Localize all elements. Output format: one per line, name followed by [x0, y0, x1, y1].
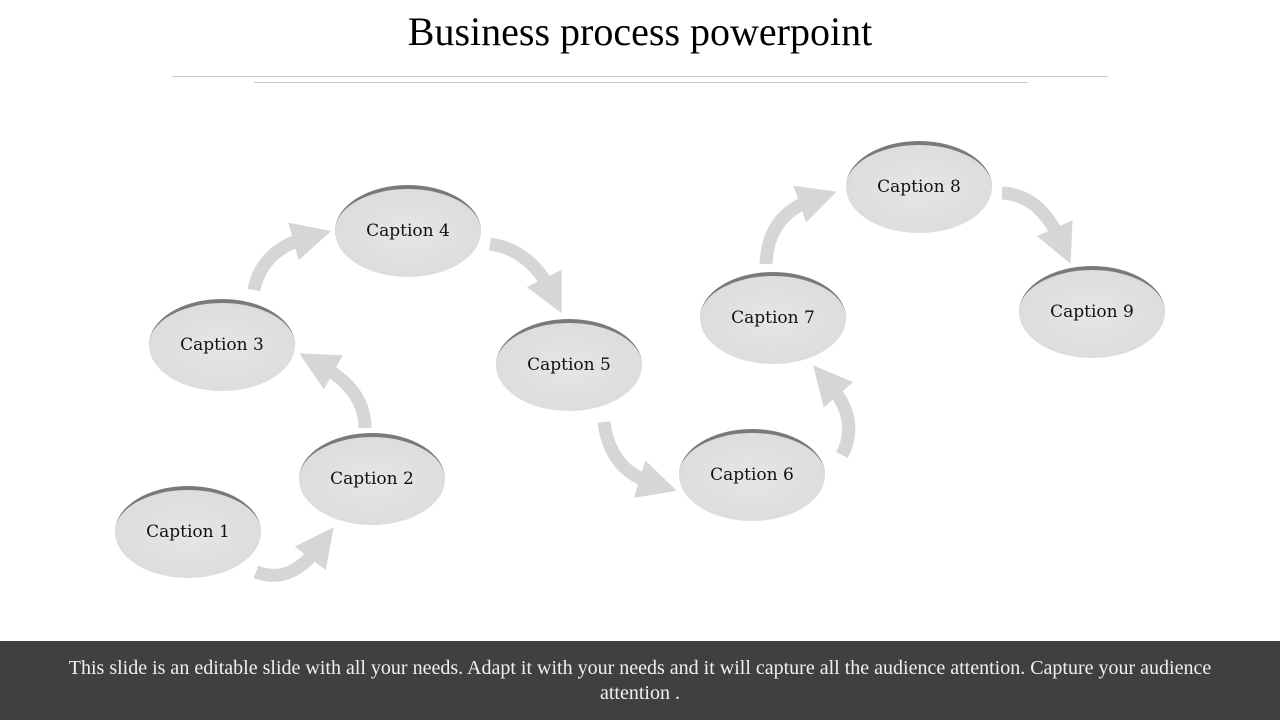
arrow-8-9: [1001, 186, 1073, 264]
step-label: Caption 6: [710, 465, 794, 485]
process-step-6: Caption 6: [679, 429, 825, 521]
step-label: Caption 3: [180, 335, 264, 355]
arrow-6-7: [813, 365, 856, 458]
slide-title: Business process powerpoint: [407, 9, 873, 54]
arrow-2-3: [299, 353, 372, 429]
arrow-3-4: [247, 222, 332, 292]
step-label: Caption 5: [527, 355, 611, 375]
step-label: Caption 1: [146, 522, 230, 542]
process-step-2: Caption 2: [299, 433, 445, 525]
process-step-4: Caption 4: [335, 185, 481, 277]
step-label: Caption 8: [877, 177, 961, 197]
process-arrows: [247, 185, 1073, 582]
arrow-4-5: [488, 237, 562, 314]
arrow-7-8: [759, 185, 837, 265]
step-label: Caption 2: [330, 469, 414, 489]
arrow-1-2: [253, 527, 334, 582]
step-label: Caption 9: [1050, 302, 1134, 322]
process-step-7: Caption 7: [700, 272, 846, 364]
step-label: Caption 7: [731, 308, 815, 328]
step-label: Caption 4: [366, 221, 450, 241]
process-step-9: Caption 9: [1019, 266, 1165, 358]
arrow-5-6: [597, 421, 677, 498]
title-divider-secondary: [254, 82, 1028, 83]
process-step-1: Caption 1: [115, 486, 261, 578]
footer-description: This slide is an editable slide with all…: [0, 641, 1280, 720]
process-step-5: Caption 5: [496, 319, 642, 411]
process-step-8: Caption 8: [846, 141, 992, 233]
process-step-3: Caption 3: [149, 299, 295, 391]
title-divider: [172, 76, 1108, 77]
